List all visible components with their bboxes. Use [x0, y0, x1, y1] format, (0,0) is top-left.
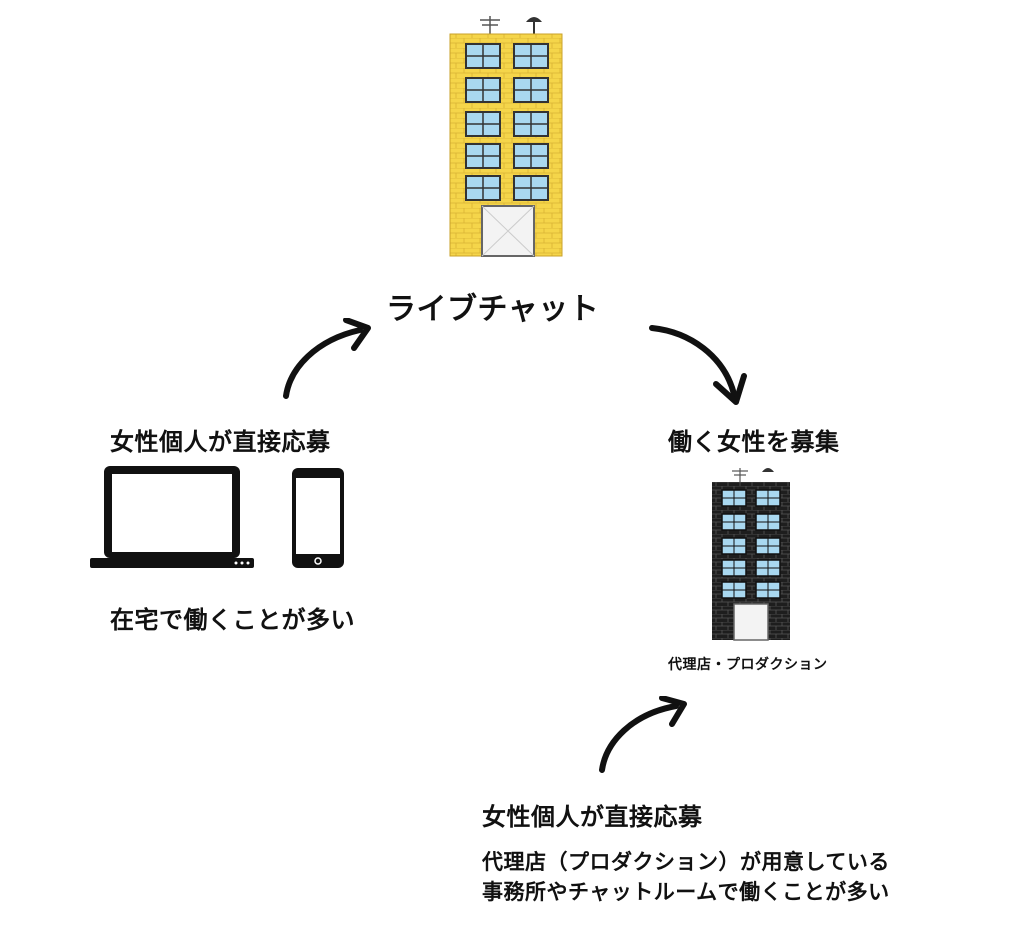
- bottom-line-2: 事務所やチャットルームで働くことが多い: [482, 880, 890, 904]
- agency-label: 代理店・プロダクション: [668, 657, 828, 673]
- bottom-heading: 女性個人が直接応募: [482, 803, 703, 831]
- live-chat-building-icon: [449, 16, 563, 257]
- arrow-up-right-icon: [283, 318, 371, 399]
- arrow-down-right-icon: [649, 325, 747, 405]
- agency-building-icon: [712, 468, 790, 641]
- left-heading: 女性個人が直接応募: [110, 428, 331, 456]
- left-caption: 在宅で働くことが多い: [110, 606, 355, 634]
- bottom-line-1: 代理店（プロダクション）が用意している: [482, 850, 890, 874]
- smartphone-icon: [292, 468, 344, 568]
- right-heading: 働く女性を募集: [668, 428, 840, 456]
- satellite-dish-icon: [526, 17, 542, 36]
- center-title: ライブチャット: [386, 292, 600, 327]
- arrow-up-right-icon: [599, 696, 687, 773]
- laptop-icon: [90, 466, 254, 568]
